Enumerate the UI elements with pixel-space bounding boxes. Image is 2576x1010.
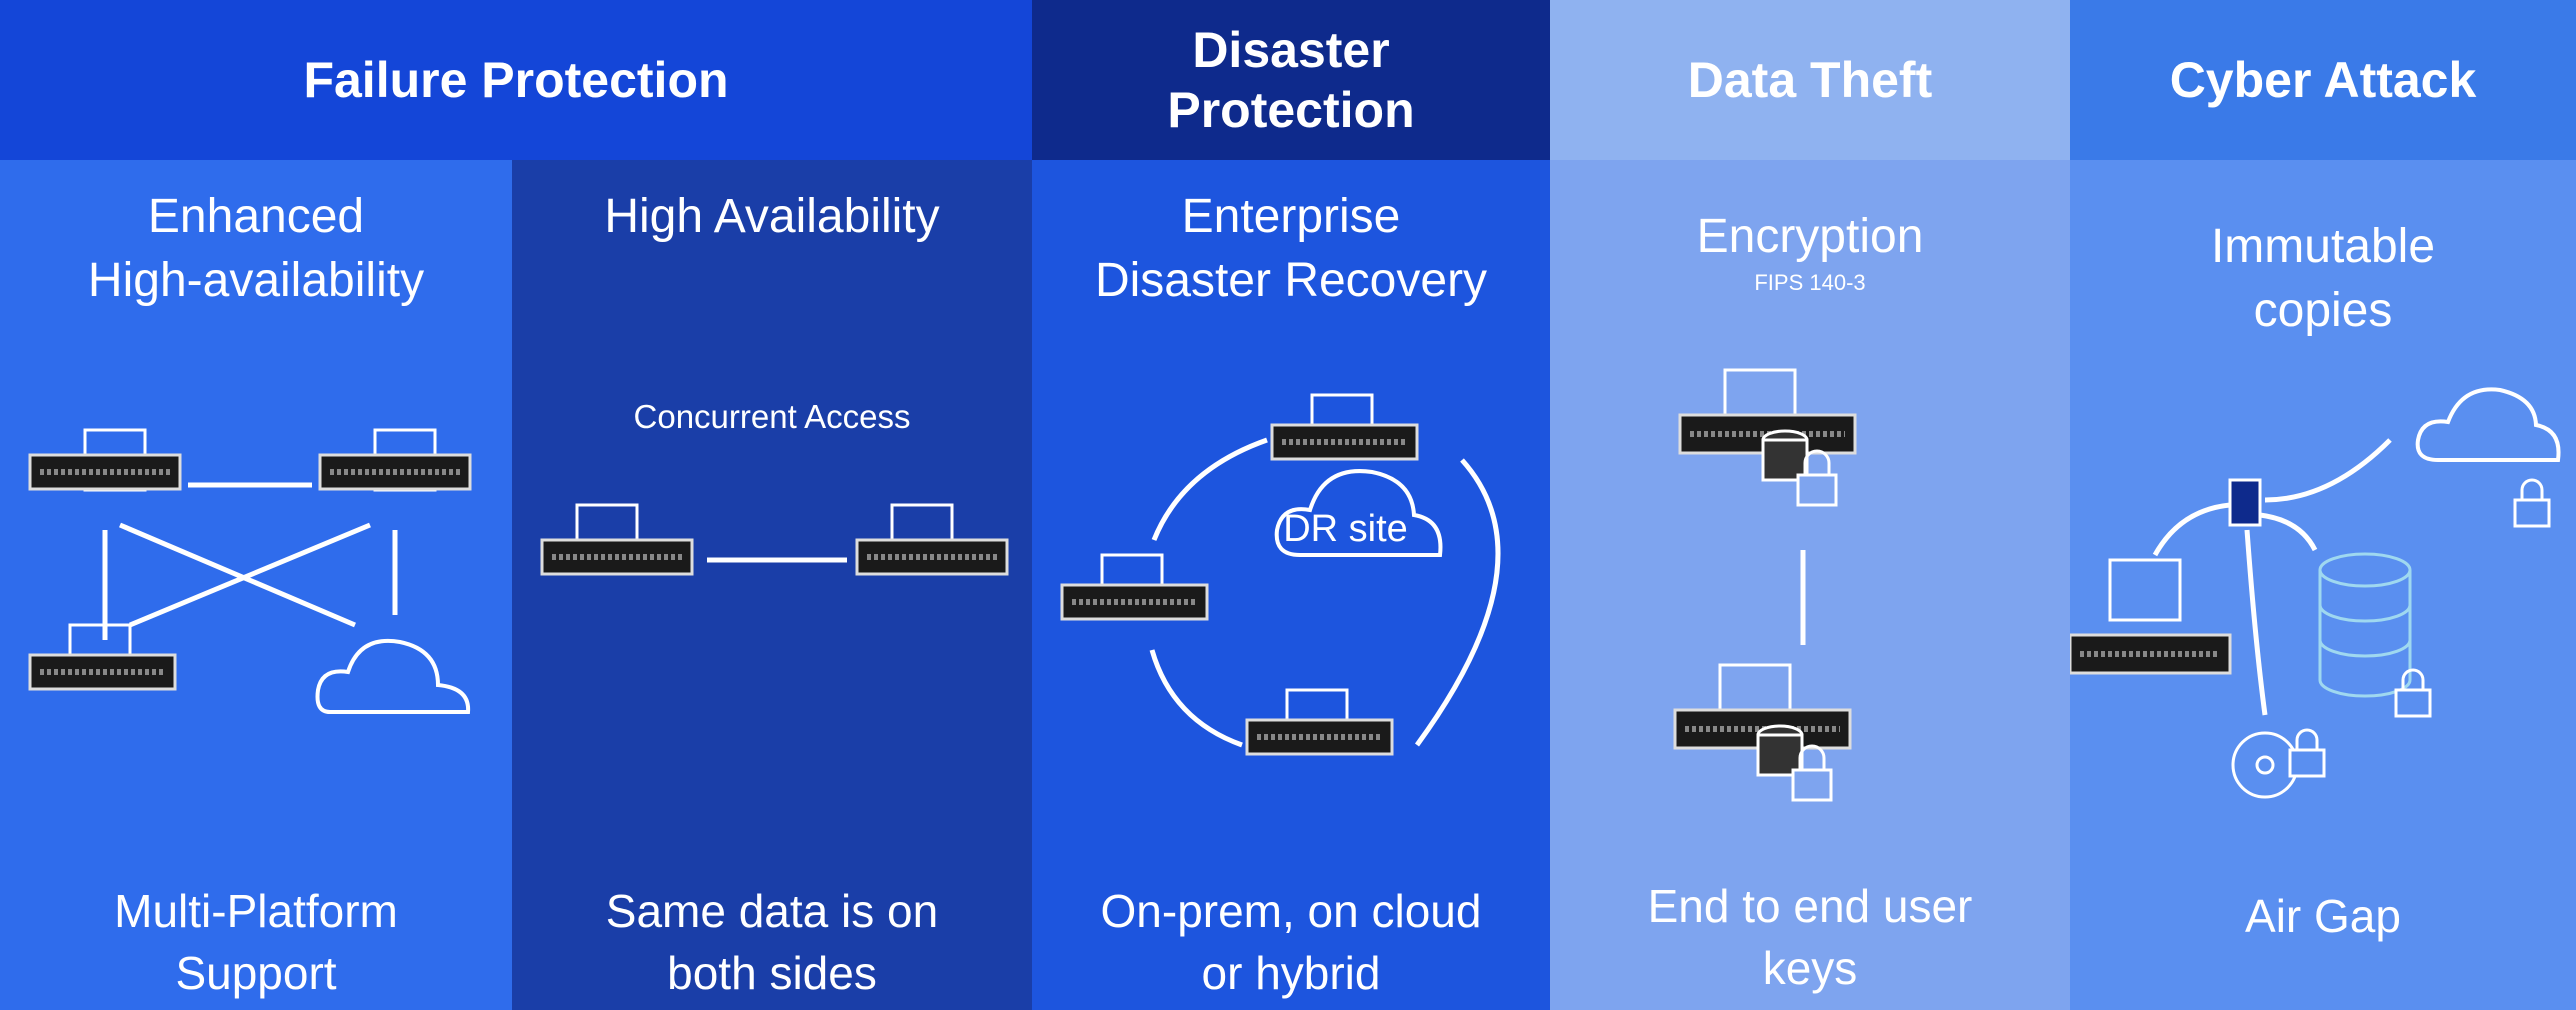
lock-icon <box>1791 744 1833 802</box>
data-theft-header: Data Theft <box>1550 0 2070 160</box>
storage-server-icon <box>28 428 182 492</box>
air-gap-diagram <box>2070 387 2561 799</box>
encryption-title: Encryption <box>1696 210 1924 263</box>
end-to-end-footer: End to end user keys <box>1647 880 1973 994</box>
enhanced-ha-title: Enhanced High-availability <box>87 190 425 307</box>
disaster-recovery-diagram <box>1060 393 1501 756</box>
column-cyber-attack: Cyber Attack <box>2070 0 2576 1010</box>
database-icon <box>1756 724 1804 777</box>
column-disaster-protection: Disaster Protection <box>1032 0 1550 1010</box>
multi-platform-footer: Multi-Platform Support <box>114 885 398 999</box>
encryption-diagram <box>1673 368 1857 802</box>
enterprise-dr-title: Enterprise Disaster Recovery <box>1094 190 1488 307</box>
lock-icon <box>2394 668 2432 718</box>
on-prem-footer: On-prem, on cloud or hybrid <box>1100 885 1482 999</box>
lock-icon <box>2513 478 2551 528</box>
lock-icon <box>1796 449 1838 507</box>
storage-server-icon <box>1060 553 1209 621</box>
enhanced-ha-diagram <box>28 428 472 714</box>
storage-server-icon <box>2070 558 2232 675</box>
cyber-attack-header: Cyber Attack <box>2070 0 2576 160</box>
database-icon <box>1761 429 1809 482</box>
storage-server-icon <box>855 503 1009 576</box>
concurrent-access-label: Concurrent Access <box>633 398 911 435</box>
high-availability-title: High Availability <box>604 190 940 243</box>
lock-icon <box>2288 728 2326 778</box>
high-availability-diagram <box>540 503 1009 576</box>
air-gap-switch-icon <box>2228 478 2262 527</box>
dr-site-label: DR site <box>1283 508 1408 550</box>
disaster-protection-header: Disaster Protection <box>1032 0 1550 160</box>
column-enhanced-ha: Enhanced High-availability Multi-Platfor… <box>0 0 512 1010</box>
storage-server-icon <box>1270 393 1419 461</box>
database-icon <box>2318 552 2412 698</box>
air-gap-footer: Air Gap <box>2245 890 2401 942</box>
same-data-footer: Same data is on both sides <box>605 885 939 999</box>
cloud-icon <box>1274 469 1443 557</box>
storage-server-icon <box>28 623 177 691</box>
cloud-icon <box>315 638 471 714</box>
column-data-theft: Data Theft <box>1550 0 2070 1010</box>
failure-protection-title: Failure Protection <box>303 52 729 108</box>
immutable-copies-title: Immutable copies <box>2210 220 2436 337</box>
disc-icon <box>2231 731 2299 799</box>
cloud-icon <box>2415 387 2561 462</box>
column-high-availability: High Availability Concurrent Access Same… <box>512 0 1032 1010</box>
storage-server-icon <box>540 503 694 576</box>
fips-label: FIPS 140-3 <box>1754 270 1866 295</box>
storage-server-icon <box>318 428 472 492</box>
failure-protection-header: Failure Protection <box>0 0 1032 160</box>
storage-server-icon <box>1245 688 1394 756</box>
